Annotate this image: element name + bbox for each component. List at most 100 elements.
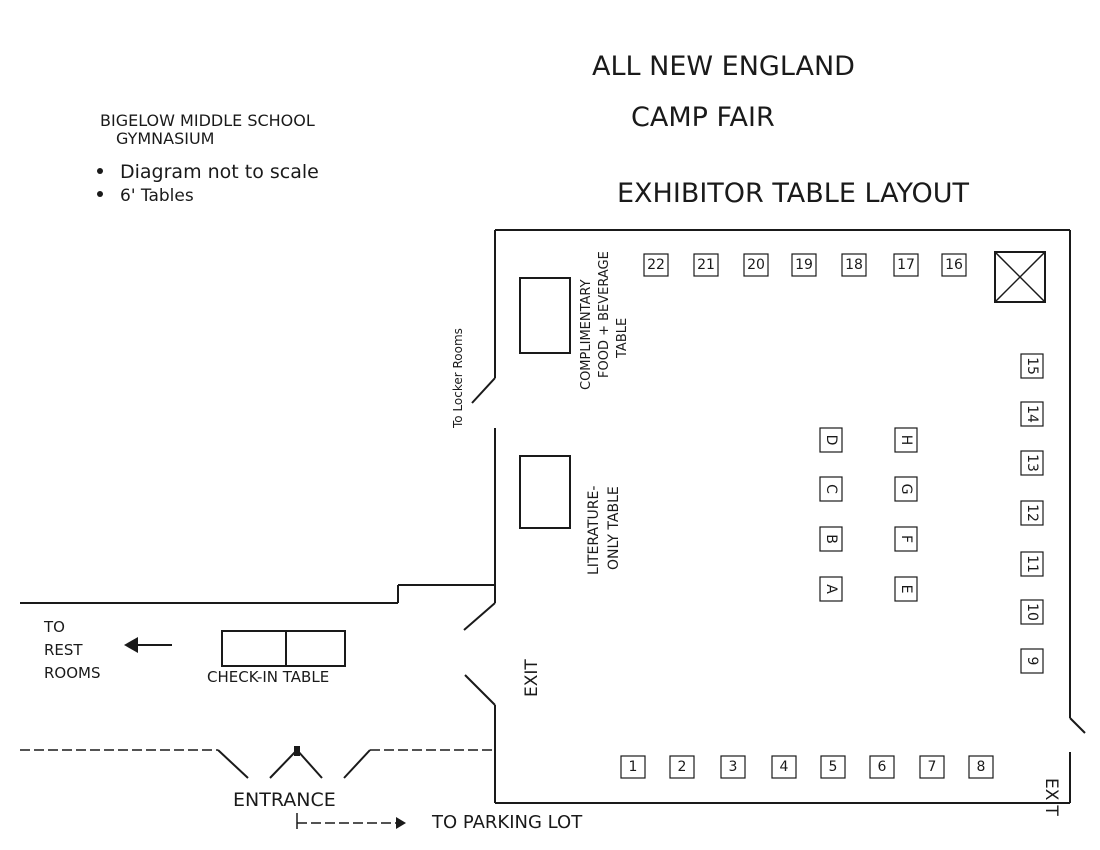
exhibitor-table-12: 12 xyxy=(1020,500,1044,526)
table-outline xyxy=(819,526,843,552)
note-scale: Diagram not to scale xyxy=(120,161,319,183)
table-outline xyxy=(869,755,895,779)
table-number-label: F xyxy=(898,535,914,543)
table-outline xyxy=(894,476,918,502)
table-outline xyxy=(743,253,769,277)
title-line-2: CAMP FAIR xyxy=(631,102,775,133)
table-outline xyxy=(1020,500,1044,526)
exhibitor-table-22: 22 xyxy=(643,253,669,277)
exit-right-label: EXIT xyxy=(1041,778,1061,816)
exhibitor-table-b: B xyxy=(819,526,843,552)
exhibitor-table-6: 6 xyxy=(869,755,895,779)
table-outline xyxy=(919,755,945,779)
food-table-label-line-2: FOOD + BEVERAGE xyxy=(597,251,612,378)
gym-walls xyxy=(463,229,1086,804)
table-outline xyxy=(819,576,843,602)
table-outline xyxy=(820,755,846,779)
to-locker-rooms-label: To Locker Rooms xyxy=(451,328,465,429)
exhibitor-table-13: 13 xyxy=(1020,450,1044,476)
table-number-label: B xyxy=(823,534,839,544)
exhibitor-table-10: 10 xyxy=(1020,599,1044,625)
table-outline xyxy=(1020,551,1044,577)
exhibitor-table-17: 17 xyxy=(893,253,919,277)
table-number-label: G xyxy=(898,484,914,495)
table-number-label: D xyxy=(823,435,839,446)
table-number-label: 21 xyxy=(697,257,715,273)
venue-name-line-1: BIGELOW MIDDLE SCHOOL xyxy=(100,111,315,130)
literature-table xyxy=(519,455,571,529)
exhibitor-table-9: 9 xyxy=(1020,648,1044,674)
exhibitor-table-15: 15 xyxy=(1020,353,1044,379)
table-number-label: 3 xyxy=(729,759,738,775)
table-number-label: 9 xyxy=(1024,657,1040,666)
exhibitor-table-2: 2 xyxy=(669,755,695,779)
exhibitor-table-8: 8 xyxy=(968,755,994,779)
parking-arrow-icon xyxy=(296,813,406,829)
table-outline xyxy=(1020,353,1044,379)
table-outline xyxy=(894,526,918,552)
entrance-label: ENTRANCE xyxy=(233,789,336,811)
exhibitor-table-f: F xyxy=(894,526,918,552)
table-number-label: 19 xyxy=(795,257,813,273)
literature-label-line-2: ONLY TABLE xyxy=(606,486,622,570)
venue-name-line-2: GYMNASIUM xyxy=(116,129,214,148)
table-outline xyxy=(1020,401,1044,427)
title-line-3: EXHIBITOR TABLE LAYOUT xyxy=(617,178,970,209)
table-number-label: 8 xyxy=(977,759,986,775)
exit-left-label: EXIT xyxy=(522,659,542,697)
food-table-label-line-3: TABLE xyxy=(615,318,630,359)
exhibitor-table-c: C xyxy=(819,476,843,502)
food-table-label-line-1: COMPLIMENTARY xyxy=(579,279,594,390)
literature-label-line-1: LITERATURE- xyxy=(586,486,602,575)
table-number-label: 22 xyxy=(647,257,665,273)
table-number-label: 10 xyxy=(1024,603,1040,621)
table-number-label: 20 xyxy=(747,257,765,273)
table-number-label: 14 xyxy=(1024,405,1040,423)
table-outline xyxy=(1020,648,1044,674)
exhibitor-table-3: 3 xyxy=(720,755,746,779)
table-outline xyxy=(720,755,746,779)
table-number-label: C xyxy=(823,484,839,494)
table-number-label: A xyxy=(823,584,839,594)
food-beverage-table xyxy=(519,277,571,354)
to-rest-rooms-line-1: TO xyxy=(43,618,65,636)
table-number-label: 18 xyxy=(845,257,863,273)
table-number-label: 7 xyxy=(928,759,937,775)
exhibitor-table-e: E xyxy=(894,576,918,602)
exhibitor-table-a: A xyxy=(819,576,843,602)
bullet-icon xyxy=(97,168,103,174)
table-number-label: 5 xyxy=(829,759,838,775)
exhibitor-table-14: 14 xyxy=(1020,401,1044,427)
table-number-label: E xyxy=(898,585,914,594)
corner-storage-box xyxy=(994,251,1046,303)
exhibitor-table-16: 16 xyxy=(941,253,967,277)
table-number-label: 4 xyxy=(780,759,789,775)
table-number-label: 12 xyxy=(1024,504,1040,522)
note-tables: 6' Tables xyxy=(120,186,194,206)
exhibitor-table-11: 11 xyxy=(1020,551,1044,577)
exhibitor-table-18: 18 xyxy=(841,253,867,277)
table-outline xyxy=(1020,599,1044,625)
to-rest-rooms-line-2: REST xyxy=(44,641,83,659)
exhibitor-table-19: 19 xyxy=(791,253,817,277)
entrance-doors xyxy=(217,746,371,779)
table-outline xyxy=(819,476,843,502)
table-outline xyxy=(968,755,994,779)
table-outline xyxy=(643,253,669,277)
table-outline xyxy=(693,253,719,277)
table-outline xyxy=(841,253,867,277)
table-outline xyxy=(771,755,797,779)
table-number-label: 17 xyxy=(897,257,915,273)
table-number-label: 2 xyxy=(678,759,687,775)
exhibitor-table-d: D xyxy=(819,427,843,453)
title-line-1: ALL NEW ENGLAND xyxy=(592,51,855,82)
to-rest-rooms-line-3: ROOMS xyxy=(44,664,101,682)
table-outline xyxy=(894,576,918,602)
to-parking-lot-label: TO PARKING LOT xyxy=(431,812,583,833)
table-outline xyxy=(620,755,646,779)
table-outline xyxy=(791,253,817,277)
exhibitor-table-7: 7 xyxy=(919,755,945,779)
table-number-label: H xyxy=(898,435,914,446)
